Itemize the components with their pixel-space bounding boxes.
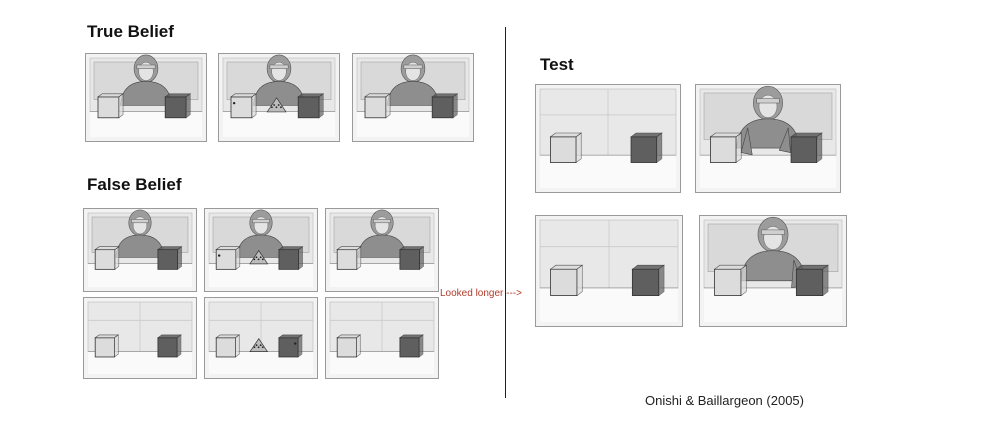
right-box [431,93,459,119]
true-belief-heading: True Belief [87,22,174,41]
right-box [278,334,303,358]
right-box [297,93,325,119]
left-box [215,246,241,270]
looked-longer-annotation: Looked longer ---> [440,288,522,299]
true-belief-panel-2 [218,53,340,142]
test-panel-3 [535,215,683,327]
false-belief-panel-3 [325,208,439,292]
false-belief-panel-6 [325,297,439,379]
left-box [94,246,120,270]
false-belief-panel-1 [83,208,197,292]
watermelon-slice [249,338,269,352]
toy-marker [294,342,297,345]
left-box [336,246,362,270]
left-box [549,264,584,297]
right-box [795,264,829,297]
watermelon-slice [249,249,269,265]
person-figure [387,54,439,106]
right-box [157,334,182,358]
test-panel-4 [699,215,847,327]
left-box [336,334,362,358]
person-figure [236,209,286,258]
person-figure [357,209,407,258]
reaching-person-figure [736,85,800,156]
left-box [230,93,257,119]
right-box [157,246,183,270]
false-belief-panel-4 [83,297,197,379]
false-belief-heading: False Belief [87,175,182,194]
right-box [630,132,663,164]
left-box [94,334,120,358]
left-box [549,132,583,164]
watermelon-slice [266,97,287,113]
right-box [399,334,424,358]
person-figure [120,54,172,106]
false-belief-panel-2 [204,208,318,292]
toy-marker [232,101,236,105]
right-box [399,246,425,270]
false-belief-panel-5 [204,297,318,379]
person-figure [115,209,165,258]
citation: Onishi & Baillargeon (2005) [645,393,804,408]
section-divider [505,27,506,398]
right-box [164,93,192,119]
toy-marker [217,254,221,257]
left-box [364,93,391,119]
right-box [278,246,304,270]
test-panel-1 [535,84,681,193]
left-box [215,334,241,358]
person-figure [253,54,305,106]
test-heading: Test [540,55,574,74]
right-box [790,132,823,164]
left-box [713,264,748,297]
test-panel-2 [695,84,841,193]
true-belief-panel-1 [85,53,207,142]
left-box [97,93,124,119]
left-box [709,132,743,164]
true-belief-panel-3 [352,53,474,142]
right-box [631,264,665,297]
